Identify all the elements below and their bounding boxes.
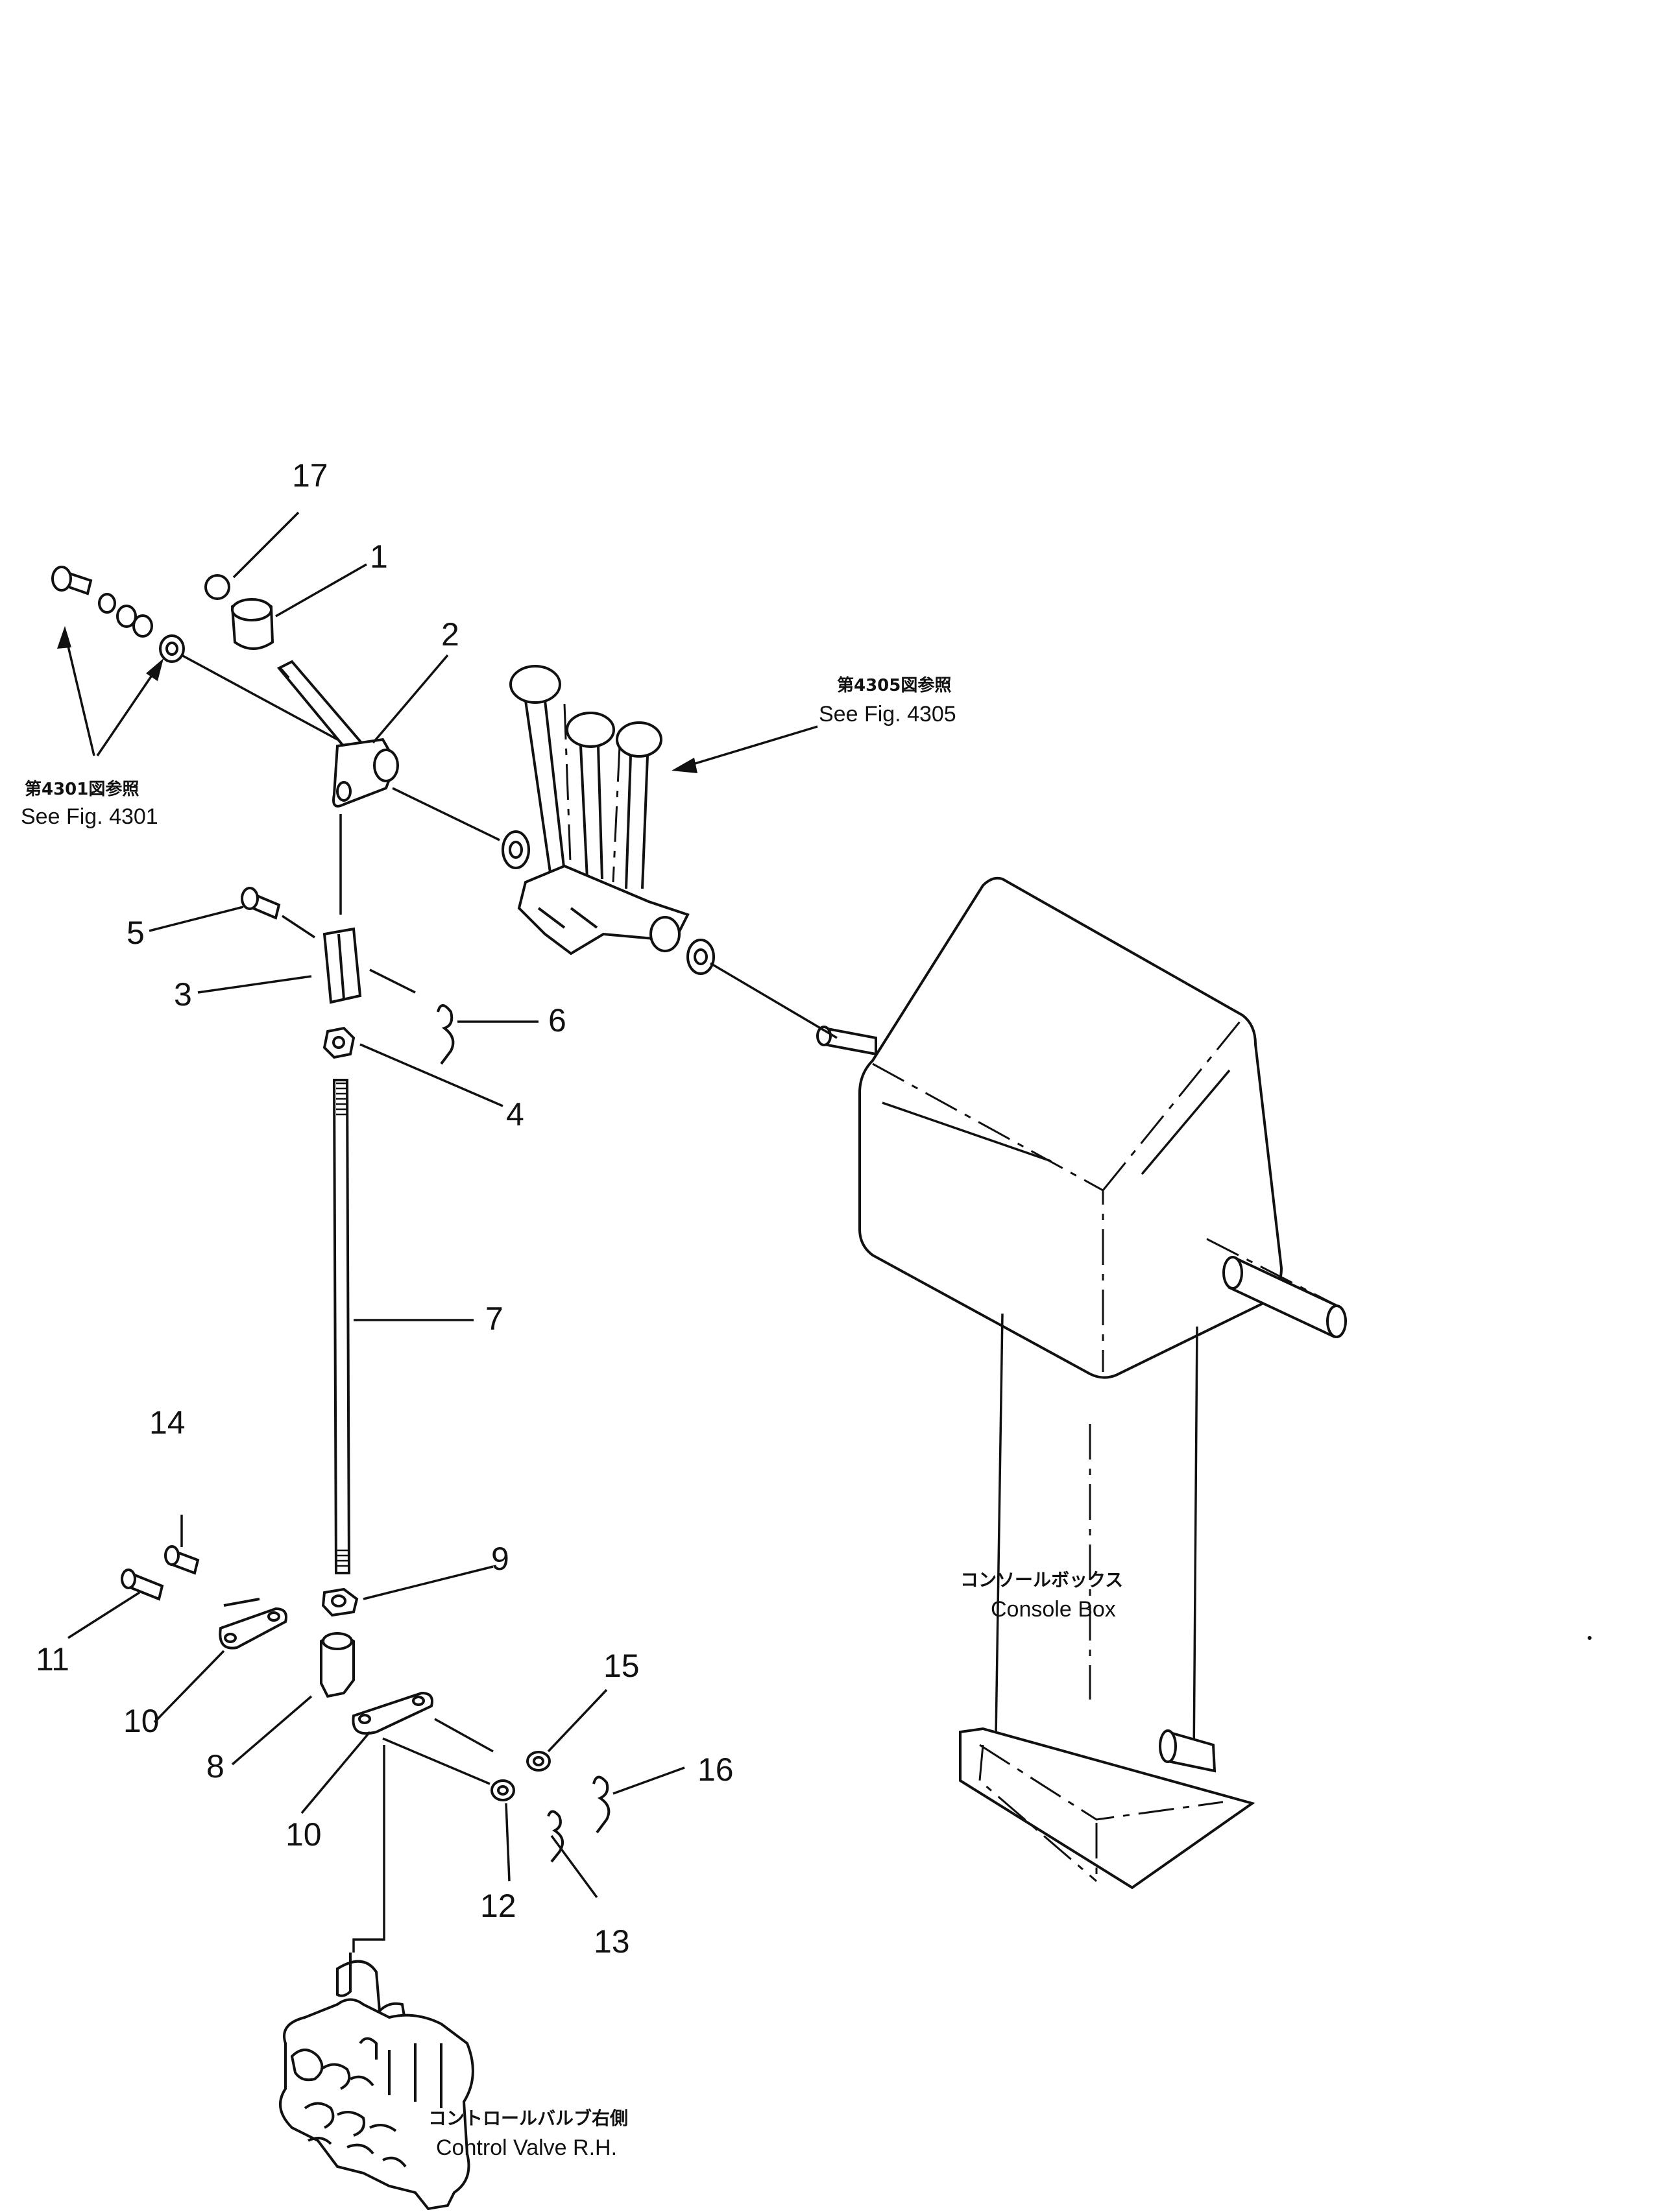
caption-control-valve-jp: コントロールバルブ右側	[428, 2108, 628, 2129]
caption-console-box-en: Console Box	[991, 1597, 1116, 1622]
center-lines	[181, 654, 838, 1953]
lever-top-parts	[204, 574, 399, 808]
ref-fig-4301-en: See Fig. 4301	[21, 804, 158, 829]
part-7-rod	[332, 1079, 351, 1574]
label-part-4: 4	[506, 1096, 524, 1133]
reference-arrows	[57, 626, 818, 773]
label-part-1: 1	[370, 538, 388, 575]
lever-group	[509, 665, 690, 956]
label-part-10-lower: 10	[285, 1816, 322, 1853]
part-17-ball	[204, 574, 230, 600]
label-part-14: 14	[149, 1404, 186, 1441]
rod-lower-parts	[121, 1545, 611, 1863]
bolt-assembly	[51, 566, 185, 663]
shaft-washers	[502, 830, 715, 975]
reference-notes: 第4301図参照 See Fig. 4301 第4305図参照 See Fig.…	[21, 675, 956, 829]
leader-lines	[67, 511, 685, 1899]
part-6-cotter	[437, 1004, 455, 1065]
captions: コンソールボックス Console Box コントロールバルブ右側 Contro…	[428, 1569, 1123, 2160]
label-part-6: 6	[548, 1002, 566, 1039]
part-15-washer	[526, 1751, 551, 1772]
label-part-16: 16	[697, 1751, 734, 1788]
label-part-17: 17	[292, 457, 328, 494]
label-part-8: 8	[206, 1748, 224, 1785]
caption-control-valve-en: Control Valve R.H.	[436, 2135, 617, 2160]
part-16-cotter	[592, 1775, 611, 1834]
stray-mark	[1588, 1636, 1592, 1640]
part-13-cotter	[547, 1810, 564, 1863]
ref-fig-4301-jp: 第4301図参照	[25, 779, 139, 799]
control-valve	[279, 1953, 474, 2211]
label-part-5: 5	[127, 915, 145, 951]
ref-fig-4305-jp: 第4305図参照	[837, 675, 951, 695]
label-part-7: 7	[485, 1301, 503, 1337]
label-part-15: 15	[603, 1648, 640, 1684]
label-part-12: 12	[480, 1888, 516, 1924]
label-part-11: 11	[36, 1641, 69, 1677]
ref-fig-4305-en: See Fig. 4305	[819, 702, 956, 727]
label-part-3: 3	[174, 976, 192, 1013]
part-12-washer	[490, 1779, 515, 1801]
rod-upper-parts	[241, 887, 455, 1065]
part-labels: 17 1 2 5 3 6 4 7 9 14 11 10 8 10 15 16 1…	[36, 457, 734, 1960]
label-part-13: 13	[594, 1923, 630, 1960]
part-10-link-lower	[352, 1691, 433, 1735]
label-part-10-upper: 10	[123, 1703, 160, 1739]
caption-console-box-jp: コンソールボックス	[960, 1569, 1123, 1591]
console-box	[816, 876, 1347, 1890]
label-part-2: 2	[441, 616, 459, 653]
label-part-9: 9	[491, 1541, 509, 1577]
